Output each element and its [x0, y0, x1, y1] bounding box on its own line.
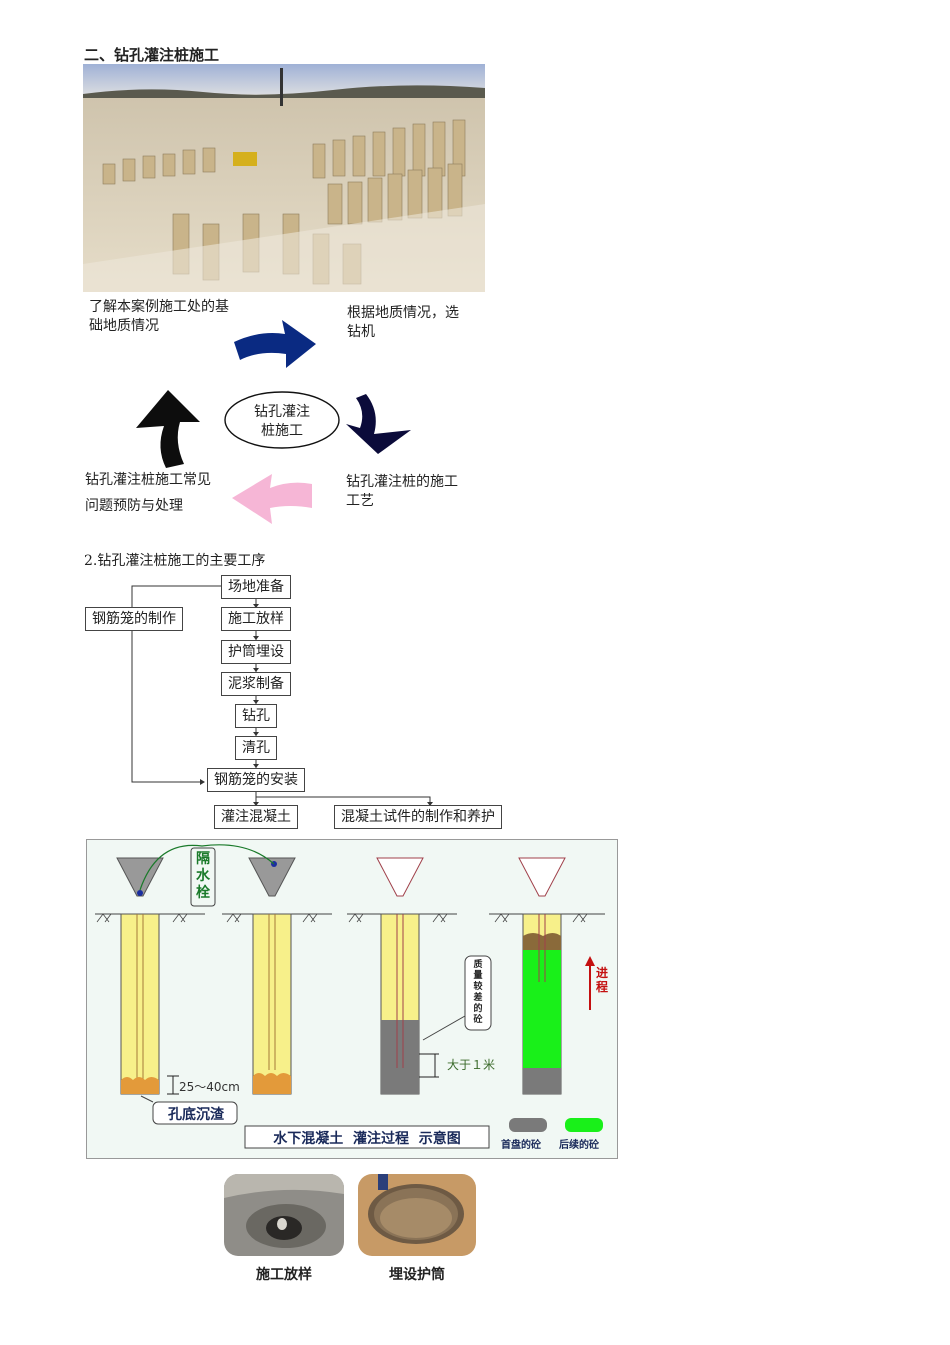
cycle-center-ellipse — [224, 391, 340, 449]
cycle-text-geology-line1: 了解本案例施工处的基 — [89, 299, 229, 315]
flow-step-slurry: 泥浆制备 — [221, 672, 291, 696]
cycle-center-line1: 钻孔灌注 — [254, 404, 310, 420]
arrow-left-icon — [232, 474, 312, 524]
poor-quality-char-3: 较 — [473, 982, 483, 992]
flow-connectors — [131, 585, 433, 806]
diagram-title: 水下混凝土 灌注过程 示意图 — [273, 1131, 461, 1147]
flow-step-setting-out: 施工放样 — [221, 607, 291, 631]
caption-casing: 埋设护筒 — [389, 1267, 445, 1283]
section-title: 二、钻孔灌注桩施工 — [84, 46, 220, 64]
flow-step-concreting: 灌注混凝土 — [214, 805, 298, 829]
plug-char-2: 水 — [196, 868, 210, 884]
progress-label: 进 程 — [596, 966, 608, 994]
poor-quality-char-6: 砼 — [473, 1015, 483, 1025]
plug-char-3: 栓 — [196, 885, 210, 901]
progress-char-2: 程 — [596, 980, 609, 994]
poor-quality-char-1: 质 — [473, 960, 483, 970]
cycle-text-rig: 根据地质情况，选 钻机 — [347, 304, 487, 342]
arrow-down-icon — [346, 394, 411, 454]
flow-step-site-preparation: 场地准备 — [221, 575, 291, 599]
arrow-up-icon — [136, 390, 200, 468]
cycle-text-problems: 钻孔灌注桩施工常见 问题预防与处理 — [85, 467, 245, 519]
caption-setting-out: 施工放样 — [256, 1267, 312, 1283]
flow-step-cage-install: 钢筋笼的安装 — [207, 768, 305, 792]
progress-char-1: 进 — [596, 966, 609, 980]
cycle-center-line2: 桩施工 — [261, 423, 303, 439]
process-title: 2.钻孔灌注桩施工的主要工序 — [84, 553, 266, 569]
setting-out-photo — [224, 1174, 344, 1256]
sediment-label: 孔底沉渣 — [168, 1107, 224, 1123]
poor-quality-char-4: 差 — [473, 993, 483, 1003]
dimension-label: 25～40cm — [179, 1080, 240, 1094]
flow-step-cleaning: 清孔 — [235, 736, 277, 760]
arrow-right-icon — [234, 320, 316, 368]
concreting-diagram: 隔 水 栓 25～40cm 孔底沉渣 质 量 较 差 的 砼 大于１米 进 程 … — [86, 839, 618, 1159]
cycle-text-rig-line2: 钻机 — [347, 324, 375, 340]
cycle-diagram — [136, 320, 411, 524]
cycle-text-geology: 了解本案例施工处的基 础地质情况 — [89, 298, 249, 336]
cycle-text-process-line1: 钻孔灌注桩的施工 — [346, 474, 458, 490]
plug-char-1: 隔 — [196, 851, 210, 867]
poor-quality-label: 质 量 较 差 的 砼 — [465, 960, 491, 1026]
cycle-text-rig-line1: 根据地质情况，选 — [347, 305, 459, 321]
cycle-text-geology-line2: 础地质情况 — [89, 318, 159, 334]
flow-step-drilling: 钻孔 — [235, 704, 277, 728]
construction-site-photo — [83, 64, 485, 292]
poor-quality-char-5: 的 — [473, 1004, 483, 1014]
poor-quality-char-2: 量 — [473, 971, 483, 981]
casing-photo — [358, 1174, 476, 1256]
cycle-text-process-line2: 工艺 — [346, 493, 374, 509]
cycle-text-problems-line2: 问题预防与处理 — [85, 498, 183, 514]
legend-first-label: 首盘的砼 — [501, 1140, 541, 1151]
cycle-text-process: 钻孔灌注桩的施工 工艺 — [346, 473, 486, 511]
more-than-label: 大于１米 — [447, 1058, 496, 1072]
cycle-text-problems-line1: 钻孔灌注桩施工常见 — [85, 472, 211, 488]
legend-later-label: 后续的砼 — [559, 1140, 599, 1151]
flow-step-specimen: 混凝土试件的制作和养护 — [334, 805, 502, 829]
cycle-center-label: 钻孔灌注 桩施工 — [225, 403, 339, 441]
flow-step-casing: 护筒埋设 — [221, 640, 291, 664]
plug-label: 隔 水 栓 — [195, 851, 211, 902]
flow-step-cage-making: 钢筋笼的制作 — [85, 607, 183, 631]
